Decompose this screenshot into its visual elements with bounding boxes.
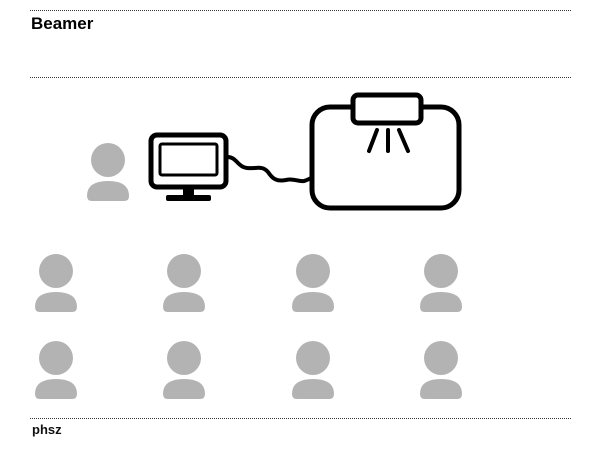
student-person-icon [35, 341, 77, 399]
student-person-icon [420, 341, 462, 399]
title-separator-rule [30, 77, 571, 78]
audience-row-2 [35, 341, 462, 399]
slide-title: Beamer [31, 14, 94, 33]
footer-rule [30, 418, 571, 419]
teacher-person-icon [87, 143, 129, 201]
student-person-icon [35, 254, 77, 312]
student-person-icon [292, 254, 334, 312]
student-person-icon [163, 341, 205, 399]
projector-icon [309, 92, 462, 211]
student-person-icon [292, 341, 334, 399]
student-person-icon [163, 254, 205, 312]
cable-line [226, 155, 314, 184]
student-person-icon [420, 254, 462, 312]
top-rule [30, 10, 571, 11]
audience-row-1 [35, 254, 462, 312]
footer-label: phsz [32, 422, 62, 437]
monitor-icon [148, 132, 229, 201]
